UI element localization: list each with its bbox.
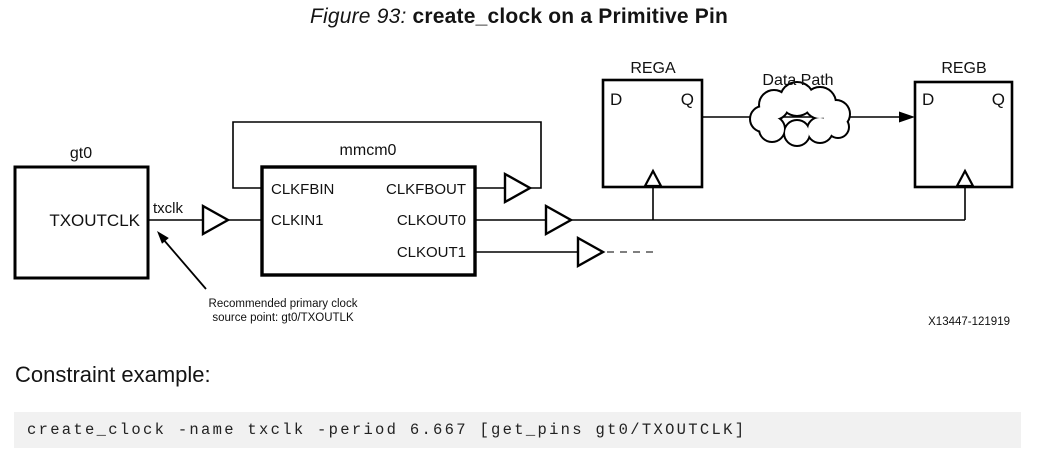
clkout0-buffer-icon <box>544 203 574 237</box>
gt0-label: gt0 <box>70 145 92 162</box>
txclk-net-label: txclk <box>153 200 184 217</box>
figure-id: X13447-121919 <box>928 316 1010 328</box>
rega-d-pin: D <box>610 90 622 109</box>
regb-label: REGB <box>941 60 986 77</box>
txclk-buffer-icon <box>201 203 231 237</box>
constraint-code: create_clock -name txclk -period 6.667 [… <box>27 421 747 439</box>
rega-block <box>601 78 704 189</box>
schematic-diagram: gt0 TXOUTCLK txclk mmcm0 CLKFBIN CLKIN1 … <box>13 60 1014 328</box>
clkin1-pin-label: CLKIN1 <box>271 212 324 229</box>
constraint-caption: Constraint example: <box>15 362 211 387</box>
regb-q-pin: Q <box>992 90 1005 109</box>
clkout1-pin-label: CLKOUT1 <box>397 244 466 261</box>
feedback-buffer-icon <box>503 171 533 205</box>
mmcm0-label: mmcm0 <box>340 142 397 159</box>
clkfbout-pin-label: CLKFBOUT <box>386 181 466 198</box>
figure-name: create_clock on a Primitive Pin <box>412 5 729 28</box>
data-path-label: Data Path <box>762 72 833 89</box>
arrowhead-regb-d-icon <box>899 111 915 123</box>
data-path-cloud-icon <box>749 81 851 147</box>
annotation-arrow-icon <box>157 231 207 290</box>
rega-label: REGA <box>630 60 676 77</box>
clkout0-pin-label: CLKOUT0 <box>397 212 466 229</box>
rega-clock-triangle-icon <box>643 168 663 188</box>
annotation-line1: Recommended primary clock <box>209 298 358 310</box>
annotation-line2: source point: gt0/TXOUTLK <box>212 312 354 324</box>
regb-block <box>913 80 1014 189</box>
rega-q-pin: Q <box>681 90 694 109</box>
wire-feedback-loop <box>232 121 542 189</box>
wires <box>148 116 966 253</box>
txoutclk-pin-label: TXOUTCLK <box>49 211 140 230</box>
code-block: create_clock -name txclk -period 6.667 [… <box>14 412 1021 448</box>
regb-d-pin: D <box>922 90 934 109</box>
clkout1-buffer-icon <box>576 235 606 269</box>
clkfbin-pin-label: CLKFBIN <box>271 181 334 198</box>
figure-number: Figure 93: <box>309 5 407 28</box>
mmcm0-block <box>260 165 477 277</box>
gt0-block <box>13 165 150 280</box>
figure-title: Figure 93: create_clock on a Primitive P… <box>0 5 1038 29</box>
regb-clock-triangle-icon <box>955 168 975 188</box>
